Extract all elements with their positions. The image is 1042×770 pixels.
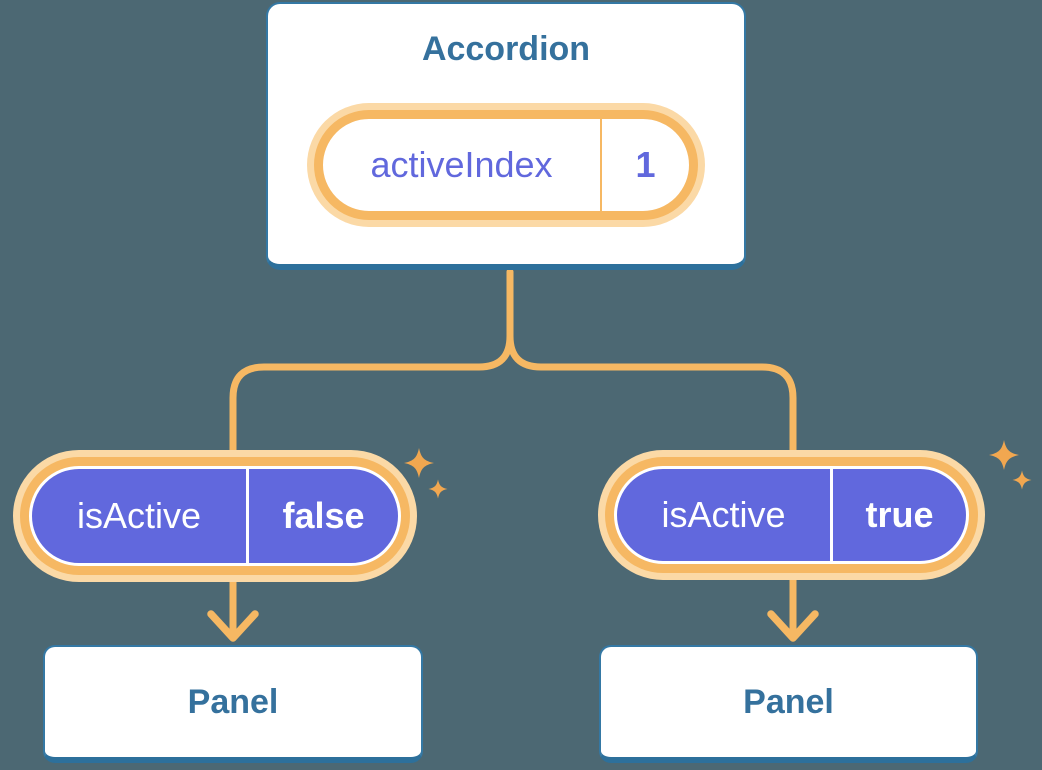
- state-pill-activeindex: activeIndex 1: [314, 110, 698, 220]
- prop-pill-label: isActive: [661, 494, 786, 535]
- panel-node-left: Panel: [43, 645, 423, 763]
- state-pill-label: activeIndex: [370, 144, 553, 185]
- panel-node-right: Panel: [599, 645, 978, 763]
- pill-divider: [600, 119, 602, 211]
- prop-pill-value: true: [865, 494, 934, 535]
- state-pill-value: 1: [635, 144, 656, 185]
- prop-pill-isactive-false: isActive false: [29, 466, 401, 566]
- connector-accordion-to-right-pill: [506, 268, 797, 640]
- accordion-title: Accordion: [421, 30, 591, 68]
- prop-pill-value: false: [282, 495, 365, 536]
- connector-accordion-to-left-pill: [229, 268, 514, 640]
- prop-pill-isactive-true: isActive true: [614, 466, 969, 564]
- pill-divider: [246, 469, 249, 563]
- sparkle-icon: [989, 440, 1032, 490]
- sparkle-icon: [404, 448, 448, 499]
- pill-divider: [830, 469, 833, 561]
- arrow-down-left-icon: [207, 610, 259, 642]
- arrow-down-right-icon: [767, 610, 819, 642]
- prop-pill-label: isActive: [76, 495, 202, 536]
